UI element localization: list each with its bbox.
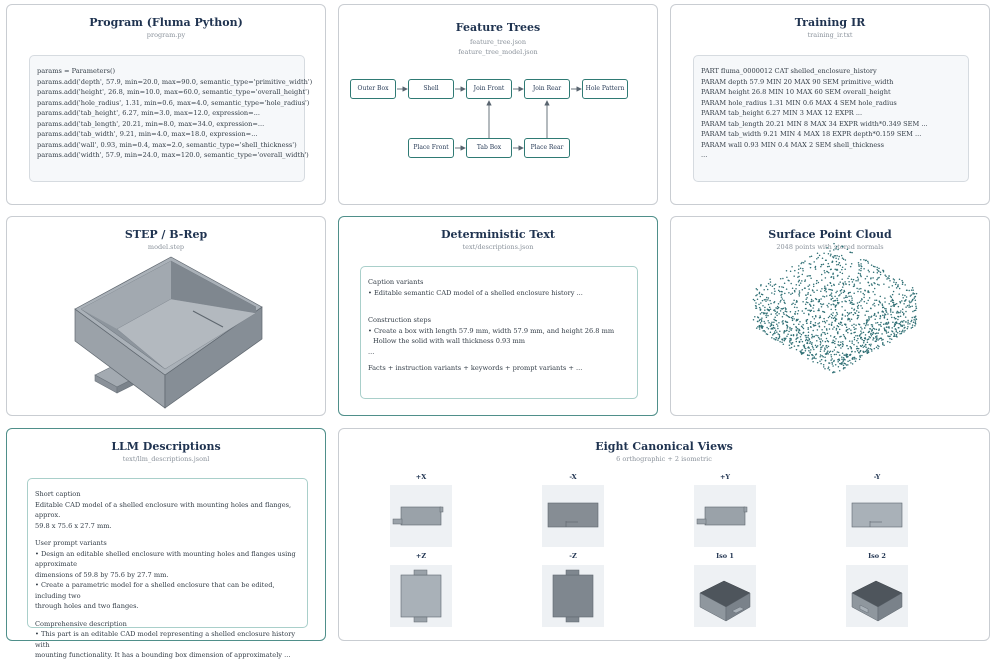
user-prompt-line-1: • Design an editable shelled enclosure w… <box>35 549 296 569</box>
deterministic-title: Deterministic Text <box>441 228 555 241</box>
view-label-neg-x: -X <box>569 473 577 481</box>
feature-tree-json: feature_tree.json <box>469 38 527 46</box>
step-panel: STEP / B-Rep model.step <box>6 216 326 416</box>
node-hole-pattern: Hole Pattern <box>582 79 628 99</box>
program-code: params = Parameters() params.add('depth',… <box>37 66 313 161</box>
program-panel: Program (Fluma Python) program.py params… <box>6 4 326 205</box>
training-ir-box: PART fluma_0000012 CAT shelled_enclosure… <box>693 55 969 182</box>
pointcloud-subtitle: 2048 points with stored normals <box>776 243 884 251</box>
views-subtitle: 6 orthographic + 2 isometric <box>616 455 712 463</box>
user-prompt-line-4: through holes and two flanges. <box>35 602 139 610</box>
pointcloud-panel: Surface Point Cloud 2048 points with sto… <box>670 216 990 416</box>
view-iso-2 <box>846 565 908 627</box>
view-neg-y <box>846 485 908 547</box>
short-caption-heading: Short caption <box>35 490 81 498</box>
llm-panel: LLM Descriptions text/llm_descriptions.j… <box>6 428 326 659</box>
node-place-rear: Place Rear <box>524 138 570 158</box>
step-title: STEP / B-Rep <box>124 228 208 241</box>
user-prompt-line-3: • Create a parametric model for a shelle… <box>35 581 275 600</box>
training-ir-line: ... <box>701 151 708 159</box>
step-subtitle: model.step <box>147 243 185 251</box>
view-iso-1 <box>694 565 756 627</box>
construction-steps-heading: Construction steps <box>368 316 431 324</box>
llm-title: LLM Descriptions <box>111 440 221 453</box>
view-label-pos-y: +Y <box>719 473 731 481</box>
comprehensive-line-1: • This part is an editable CAD model rep… <box>35 630 296 649</box>
view-pos-z <box>390 565 452 627</box>
view-label-pos-x: +X <box>415 473 427 481</box>
program-subtitle: program.py <box>146 31 186 39</box>
construction-step-2: Hollow the solid with wall thickness 0.9… <box>373 337 526 345</box>
feature-tree-model-json: feature_tree_model.json <box>458 48 538 56</box>
caption-variants-heading: Caption variants <box>368 278 424 286</box>
program-code-line: params.add('tab_height', 6.27, min=3.0, … <box>37 109 260 117</box>
program-code-line: params.add('height', 26.8, min=10.0, max… <box>37 88 310 96</box>
views-panel: Eight Canonical Views 6 orthographic + 2… <box>338 428 990 641</box>
view-label-iso-1: Iso 1 <box>716 552 734 560</box>
node-join-rear: Join Rear <box>524 79 570 99</box>
program-code-box: params = Parameters() params.add('depth',… <box>29 55 313 182</box>
training-ir-line: PARAM depth 57.9 MIN 20 MAX 90 SEM primi… <box>701 77 894 86</box>
training-ir-line: PARAM tab_length 20.21 MIN 8 MAX 34 EXPR… <box>701 119 928 128</box>
feature-trees-title: Feature Trees <box>455 21 541 34</box>
short-caption-line-1: Editable CAD model of a shelled enclosur… <box>35 500 292 520</box>
llm-subtitle: text/llm_descriptions.jsonl <box>122 455 210 463</box>
view-neg-x <box>542 485 604 547</box>
training-ir-panel: Training IR training_ir.txt PART fluma_0… <box>670 4 990 205</box>
construction-step-1: • Create a box with length 57.9 mm, widt… <box>368 326 615 335</box>
deterministic-subtitle: text/descriptions.json <box>462 243 534 251</box>
node-tab-box: Tab Box <box>466 138 512 158</box>
view-neg-z <box>542 565 604 627</box>
program-code-line: params.add('width', 57.9, min=24.0, max=… <box>37 151 309 159</box>
feature-tree-edges <box>397 86 582 151</box>
view-label-neg-z: -Z <box>569 552 577 560</box>
view-pos-x <box>390 485 452 547</box>
program-code-line: params.add('hole_radius', 1.31, min=0.6,… <box>37 98 310 107</box>
facts-line: Facts + instruction variants + keywords … <box>368 364 583 372</box>
program-code-line: params.add('tab_length', 20.21, min=8.0,… <box>37 119 265 128</box>
program-code-line: params.add('depth', 57.9, min=20.0, max=… <box>37 77 313 86</box>
node-join-front: Join Front <box>466 79 512 99</box>
program-code-line: params.add('wall', 0.93, min=0.4, max=2.… <box>37 140 297 149</box>
view-pos-y <box>694 485 756 547</box>
training-ir-line: PARAM tab_height 6.27 MIN 3 MAX 12 EXPR … <box>701 109 863 117</box>
training-ir-line: PARAM tab_width 9.21 MIN 4 MAX 18 EXPR d… <box>701 130 922 138</box>
training-ir-subtitle: training_ir.txt <box>807 31 853 39</box>
caption-variant-line: • Editable semantic CAD model of a shell… <box>368 288 583 297</box>
training-ir-line: PART fluma_0000012 CAT shelled_enclosure… <box>701 67 877 75</box>
step-model-render <box>74 256 263 409</box>
deterministic-panel: Deterministic Text text/descriptions.jso… <box>338 216 658 416</box>
program-code-line: params.add('tab_width', 9.21, min=4.0, m… <box>37 130 258 138</box>
view-label-pos-z: +Z <box>415 552 427 560</box>
node-place-front: Place Front <box>408 138 454 158</box>
feature-trees-panel: Feature Trees feature_tree.json feature_… <box>338 4 658 205</box>
short-caption-line-2: 59.8 x 75.6 x 27.7 mm. <box>35 521 112 530</box>
node-shell: Shell <box>408 79 454 99</box>
view-label-neg-y: -Y <box>873 473 881 481</box>
training-ir-title: Training IR <box>794 16 866 29</box>
llm-box: Short caption Editable CAD model of a sh… <box>27 478 308 659</box>
training-ir-code: PART fluma_0000012 CAT shelled_enclosure… <box>701 66 968 161</box>
program-title: Program (Fluma Python) <box>89 16 243 29</box>
view-label-iso-2: Iso 2 <box>868 552 886 560</box>
views-title: Eight Canonical Views <box>595 440 733 453</box>
user-prompt-line-2: dimensions of 59.8 by 75.6 by 27.7 mm. <box>35 570 169 579</box>
node-outer-box: Outer Box <box>350 79 396 99</box>
training-ir-line: PARAM height 26.8 MIN 10 MAX 60 SEM over… <box>701 88 891 96</box>
pointcloud-title: Surface Point Cloud <box>768 228 892 241</box>
user-prompt-heading: User prompt variants <box>35 539 107 547</box>
training-ir-line: PARAM wall 0.93 MIN 0.4 MAX 2 SEM shell_… <box>701 140 885 149</box>
point-cloud-render <box>752 242 918 374</box>
training-ir-line: PARAM hole_radius 1.31 MIN 0.6 MAX 4 SEM… <box>701 98 897 107</box>
deterministic-box: Caption variants • Editable semantic CAD… <box>360 266 638 399</box>
construction-step-ellipsis: ... <box>368 347 375 356</box>
program-code-line: params = Parameters() <box>37 67 116 75</box>
comprehensive-heading: Comprehensive description <box>35 619 127 628</box>
comprehensive-line-2: mounting functionality. It has a boundin… <box>35 651 291 659</box>
